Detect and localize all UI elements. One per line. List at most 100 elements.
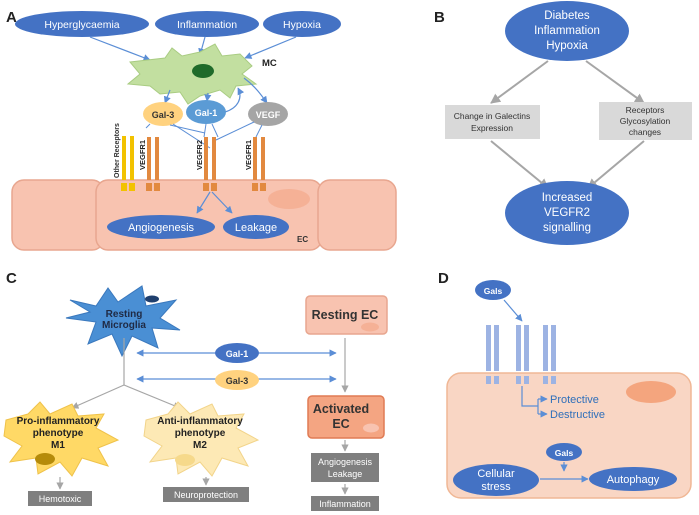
line-vegf-vegfr2: [215, 121, 255, 141]
resting-ec-nucleus: [361, 322, 379, 332]
bracket-stem: [521, 386, 538, 407]
arrow-glycosylation-vegfr2: [587, 140, 645, 189]
gal1-oval: [186, 100, 226, 124]
hemotoxic-box: [28, 491, 92, 506]
other-receptors-label: Other Receptors: [114, 123, 121, 178]
inflammation-oval: [155, 11, 259, 37]
receptor-3-foot-a: [543, 376, 548, 384]
panel-a-label: A: [6, 9, 17, 26]
vegfr1-left-foot-2: [154, 183, 160, 191]
hyperglycaemia-oval: [15, 11, 149, 37]
arrow-microglia-m2: [123, 384, 181, 409]
arrow-mc-gal3: [163, 89, 171, 104]
gal3-label-c: Gal-3: [226, 376, 249, 386]
receptor-3-bar-a: [543, 325, 548, 371]
arrow-microglia-m1: [71, 384, 125, 409]
vegfr2-signalling-line-2: VEGFR2: [544, 207, 590, 219]
gals-mid-oval: [546, 443, 582, 461]
vegfr2-label: VEGFR2: [195, 140, 204, 170]
arrow-vegfr2-angiogenesis: [196, 191, 211, 214]
vegfr2-bar-1: [204, 137, 208, 180]
gal1-label-c: Gal-1: [226, 349, 249, 359]
receptor-1-foot-b: [494, 376, 499, 384]
cellular-stress-line-1: Cellular: [477, 468, 515, 480]
vegfr1-right-foot-2: [260, 183, 266, 191]
panel-d-nucleus: [626, 381, 676, 403]
arrow-gals-receptor: [503, 299, 523, 322]
gal1-oval-c: [215, 343, 259, 363]
neuroprotection-box: [163, 487, 249, 502]
line-gal3-vegfr1: [145, 123, 151, 129]
resting-ec-label: Resting EC: [312, 308, 379, 322]
panel-d-label: D: [438, 270, 449, 287]
receptor-3-foot-b: [551, 376, 556, 384]
m1-line-2: phenotype: [33, 428, 84, 439]
m2-line-2: phenotype: [175, 428, 226, 439]
mc-label: MC: [262, 58, 277, 69]
line-gal3-vegfr2: [169, 124, 206, 134]
vegfr2-foot-1: [203, 183, 209, 191]
receptor-3-bar-b: [551, 325, 556, 371]
arrow-vegfr2-leakage: [211, 191, 233, 214]
arrow-galectins-vegfr2: [490, 140, 549, 189]
arrow-hyperglycaemia-mc: [89, 36, 151, 62]
receptor-2-bar-b: [524, 325, 529, 371]
hypoxia-label: Hypoxia: [283, 19, 321, 31]
line-gal1-vegfr2b: [211, 123, 219, 138]
arrow-gal1-mc: [224, 87, 245, 113]
m2-cell: [143, 401, 260, 477]
line-vegf-vegfr1: [255, 124, 263, 138]
other-receptor-bar-1: [122, 136, 126, 180]
vegfr1-right-foot-1: [252, 183, 258, 191]
ec-outcome-angiogenesis: Angiogenesis: [318, 457, 373, 467]
m1-cell: [3, 401, 120, 477]
mc-nucleus: [192, 64, 214, 78]
causes-oval: [505, 1, 629, 61]
glycosylation-box: [599, 102, 692, 140]
cellular-stress-line-2: stress: [481, 481, 511, 493]
galectins-box-line-1: Change in Galectins: [454, 111, 531, 121]
other-receptor-foot-2: [129, 183, 135, 191]
activated-ec-nucleus: [363, 423, 379, 433]
gal3-oval-c: [215, 370, 259, 390]
vegfr1-right-label: VEGFR1: [244, 140, 253, 170]
mc-cell: [126, 43, 258, 105]
vegfr2-signalling-line-1: Increased: [542, 192, 593, 204]
ec-outcome-leakage: Leakage: [328, 469, 363, 479]
causes-line-3: Hypoxia: [546, 40, 588, 52]
panel-c-label: C: [6, 270, 17, 287]
vegfr1-left-label: VEGFR1: [138, 140, 147, 170]
m1-nucleus: [35, 453, 55, 465]
panel-b-label: B: [434, 9, 445, 26]
vegfr1-right-bar-1: [253, 137, 257, 180]
m2-line-1: Anti-inflammatory: [157, 416, 243, 427]
panel-c: C Resting Microglia Resting EC Gal-1 Gal…: [3, 270, 388, 511]
receptor-2-bar-a: [516, 325, 521, 371]
line-gal1-vegfr2: [203, 123, 207, 138]
resting-microglia-cell: [65, 285, 181, 358]
panel-d: D Gals Protective Destructive Gals: [438, 270, 692, 499]
ec-label: EC: [297, 235, 308, 244]
ec-cell-right: [317, 179, 397, 251]
vegf-oval: [248, 102, 288, 126]
vegfr2-signalling-oval: [505, 181, 629, 245]
cellular-stress-oval: [453, 464, 539, 496]
vegfr2-bar-2: [212, 137, 216, 180]
line-gal3-vegfr2b: [172, 123, 211, 149]
gals-top-oval: [475, 280, 511, 300]
glycosylation-box-line-2: Glycosylation: [620, 116, 671, 126]
m2-nucleus: [175, 454, 195, 466]
glycosylation-box-line-1: Receptors: [626, 105, 665, 115]
gals-top-label: Gals: [484, 286, 503, 296]
arrow-causes-glycosylation: [585, 60, 645, 104]
glycosylation-box-line-3: changes: [629, 127, 661, 137]
vegfr1-left-foot-1: [146, 183, 152, 191]
causes-line-2: Inflammation: [534, 25, 600, 37]
resting-microglia-line-1: Resting: [106, 309, 143, 320]
resting-microglia-nucleus: [145, 295, 159, 303]
inflammation-label-c: Inflammation: [319, 499, 371, 509]
gal3-label: Gal-3: [152, 110, 175, 120]
arrow-hypoxia-mc: [244, 36, 297, 59]
gal3-oval: [143, 102, 183, 126]
